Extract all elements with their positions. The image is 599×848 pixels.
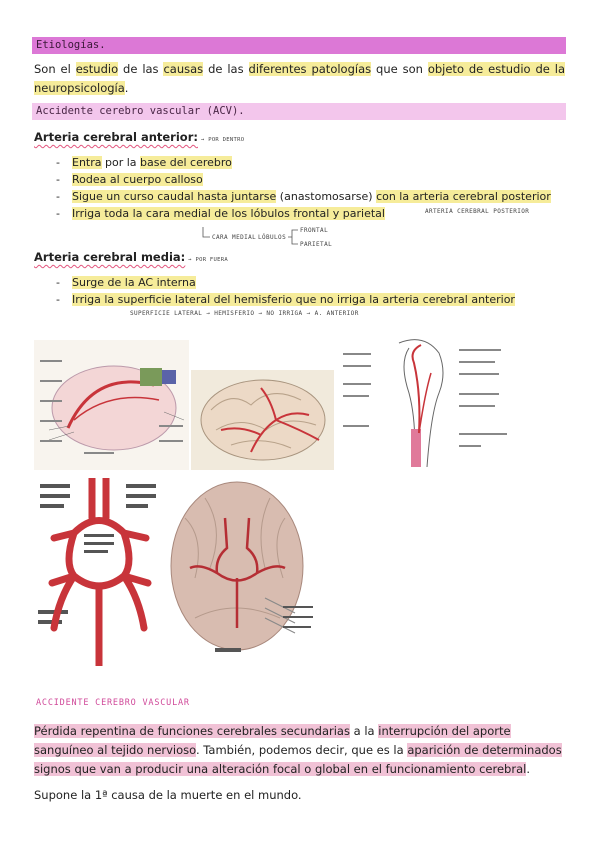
list-item: Surge de la AC interna — [56, 274, 515, 291]
aca-heading: Arteria cerebral anterior:→ POR DENTRO — [34, 130, 245, 144]
acv-statistic-paragraph: Supone la 1ª causa de la muerte en el mu… — [34, 788, 302, 802]
list-item: Entra por la base del cerebro — [56, 154, 551, 171]
lateral-brain-arteries-illustration — [191, 370, 334, 470]
acv-definition-paragraph: Pérdida repentina de funciones cerebrale… — [34, 724, 562, 776]
list-item: Irriga toda la cara medial de los lóbulo… — [56, 205, 551, 222]
diagram-label-cara-medial: CARA MEDIAL — [212, 234, 257, 241]
list-item: Irriga la superficie lateral del hemisfe… — [56, 291, 515, 308]
list-item: Sigue un curso caudal hasta juntarse (an… — [56, 188, 551, 205]
acm-bullet-list: Surge de la AC interna Irriga la superfi… — [56, 274, 515, 308]
bracket-arrow-icon — [202, 227, 298, 245]
aca-note: → POR DENTRO — [200, 137, 245, 143]
neck-arteries-illustration — [339, 333, 527, 468]
aca-bullet-list: Entra por la base del cerebro Rodea al c… — [56, 154, 551, 222]
acm-heading: Arteria cerebral media:→ POR FUERA — [34, 250, 228, 264]
diagram-label-lobulos: LÓBULOS — [258, 234, 287, 241]
section-band-etiologias: Etiologías. — [32, 37, 566, 54]
section-band-acv: Accidente cerebro vascular (ACV). — [32, 103, 566, 120]
diagram-label-parietal: PARIETAL — [300, 241, 333, 248]
aca-side-note: ARTERIA CEREBRAL POSTERIOR — [425, 208, 530, 215]
diagram-label-frontal: FRONTAL — [300, 227, 329, 234]
circle-of-willis-illustration — [34, 474, 164, 670]
intro-paragraph: Son el estudio de las causas de las dife… — [34, 62, 565, 95]
brain-base-photo-illustration — [165, 478, 315, 666]
aca-lobes-diagram: CARA MEDIAL LÓBULOS FRONTAL PARIETAL — [200, 225, 360, 253]
acv-section-title: ACCIDENTE CEREBRO VASCULAR — [36, 698, 190, 708]
acm-flow-note: SUPERFICIE LATERAL → HEMISFERIO → NO IRR… — [130, 310, 359, 317]
list-item: Rodea al cuerpo calloso — [56, 171, 551, 188]
medial-brain-arteries-illustration — [34, 340, 189, 470]
acm-note: → POR FUERA — [188, 257, 228, 263]
